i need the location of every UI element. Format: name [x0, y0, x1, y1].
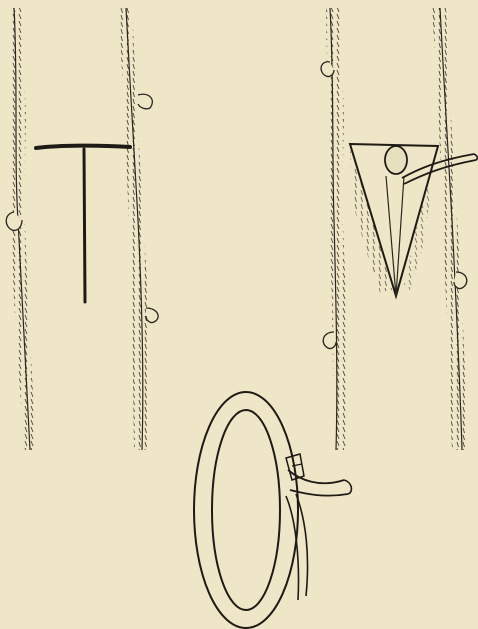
right-stem-bark-right	[432, 8, 468, 450]
left-stem-node-top	[138, 94, 152, 108]
left-stem-bark-right	[118, 8, 150, 450]
ring-outer	[194, 392, 298, 628]
raffia-loop-icon	[194, 392, 351, 628]
left-stem-node-low	[146, 308, 158, 323]
ring-inner	[212, 410, 280, 610]
left-stem	[6, 8, 158, 450]
right-stem-node-low	[323, 332, 336, 349]
t-shaped-incision-icon	[36, 146, 130, 302]
right-stem-node-mid	[454, 272, 467, 289]
right-stem	[321, 8, 477, 450]
bud-eye	[385, 146, 407, 174]
